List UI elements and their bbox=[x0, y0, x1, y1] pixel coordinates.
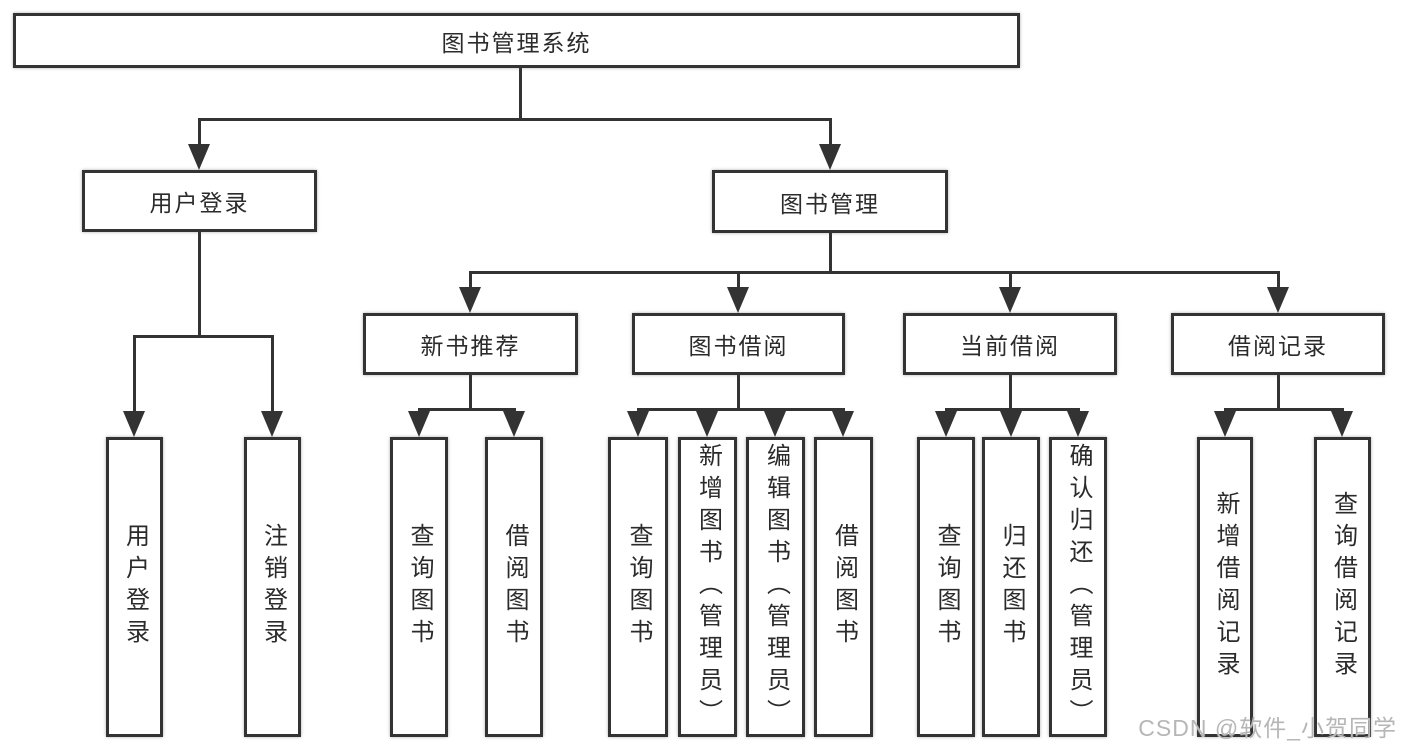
node-label: 查询借阅记录 bbox=[1329, 491, 1357, 683]
connector-drop bbox=[842, 408, 845, 413]
connector-drop bbox=[271, 335, 274, 413]
node-borrowing-records: 借阅记录 bbox=[1171, 313, 1385, 375]
arrowhead-down-icon bbox=[764, 411, 786, 437]
node-label: 新增图书（管理员） bbox=[694, 443, 722, 731]
leaf-add-borrow-record: 新增借阅记录 bbox=[1197, 437, 1253, 737]
node-book-management: 图书管理 bbox=[712, 170, 948, 233]
leaf-return-books: 归还图书 bbox=[982, 437, 1040, 737]
arrowhead-down-icon bbox=[503, 411, 525, 437]
node-label: 用户登录 bbox=[121, 523, 149, 651]
arrowhead-down-icon bbox=[1331, 411, 1353, 437]
arrowhead-down-icon bbox=[935, 411, 957, 437]
node-label: 确认归还（管理员） bbox=[1065, 443, 1092, 731]
watermark: CSDN @软件_小贺同学 bbox=[1138, 715, 1397, 741]
connector-stub bbox=[737, 375, 740, 411]
arrowhead-down-icon bbox=[819, 144, 841, 170]
node-label: 新书推荐 bbox=[420, 333, 521, 359]
connector-rail bbox=[133, 335, 274, 338]
connector-drop bbox=[1224, 408, 1227, 413]
connector-drop bbox=[133, 335, 136, 413]
node-label: 注销登录 bbox=[259, 523, 287, 651]
connector-rail bbox=[198, 118, 832, 121]
connector-stub bbox=[1277, 375, 1280, 411]
connector-drop bbox=[1077, 408, 1080, 413]
leaf-borrow-books-borrowing: 借阅图书 bbox=[814, 437, 873, 737]
connector-drop bbox=[945, 408, 948, 413]
arrowhead-down-icon bbox=[1067, 411, 1089, 437]
connector-rail bbox=[637, 408, 845, 411]
arrowhead-down-icon bbox=[1214, 411, 1236, 437]
arrowhead-down-icon bbox=[1000, 411, 1022, 437]
connector-stub bbox=[829, 233, 832, 274]
connector-drop bbox=[1009, 271, 1012, 289]
arrowhead-down-icon bbox=[408, 411, 430, 437]
connector-drop bbox=[198, 118, 201, 146]
leaf-borrow-books-recommend: 借阅图书 bbox=[485, 437, 543, 737]
leaf-edit-book-admin: 编辑图书（管理员） bbox=[746, 437, 805, 737]
arrowhead-down-icon bbox=[627, 411, 649, 437]
connector-drop bbox=[1277, 271, 1280, 289]
connector-rail bbox=[418, 408, 516, 411]
node-label: 图书借阅 bbox=[688, 333, 789, 359]
leaf-logout: 注销登录 bbox=[244, 437, 301, 737]
connector-drop bbox=[637, 408, 640, 413]
connector-drop bbox=[829, 118, 832, 146]
node-label: 借阅记录 bbox=[1228, 333, 1328, 359]
node-label: 借阅图书 bbox=[830, 523, 858, 651]
node-label: 查询图书 bbox=[933, 523, 960, 651]
node-book-borrowing: 图书借阅 bbox=[632, 313, 845, 375]
leaf-search-books-current: 查询图书 bbox=[917, 437, 975, 737]
node-label: 归还图书 bbox=[998, 523, 1025, 651]
node-label: 图书管理系统 bbox=[441, 29, 592, 56]
arrowhead-down-icon bbox=[1267, 287, 1289, 313]
connector-drop bbox=[1010, 408, 1013, 413]
node-new-book-recommend: 新书推荐 bbox=[363, 313, 578, 375]
arrowhead-down-icon bbox=[188, 144, 210, 170]
leaf-confirm-return-admin: 确认归还（管理员） bbox=[1049, 437, 1107, 737]
connector-stub bbox=[1009, 375, 1012, 411]
connector-drop bbox=[774, 408, 777, 413]
arrowhead-down-icon bbox=[459, 287, 481, 313]
arrowhead-down-icon bbox=[261, 411, 283, 437]
leaf-search-books-recommend: 查询图书 bbox=[390, 437, 448, 737]
node-label: 新增借阅记录 bbox=[1212, 491, 1239, 683]
node-label: 当前借阅 bbox=[960, 333, 1060, 359]
connector-rail bbox=[469, 271, 1280, 274]
node-user-login: 用户登录 bbox=[82, 170, 317, 232]
node-label: 编辑图书（管理员） bbox=[762, 443, 790, 731]
connector-drop bbox=[706, 408, 709, 413]
connector-drop bbox=[1341, 408, 1344, 413]
arrowhead-down-icon bbox=[999, 287, 1021, 313]
node-label: 用户登录 bbox=[149, 190, 250, 216]
leaf-user-login: 用户登录 bbox=[106, 437, 163, 737]
connector-stub bbox=[198, 232, 201, 338]
connector-drop bbox=[513, 408, 516, 413]
node-label: 查询图书 bbox=[625, 523, 652, 651]
arrowhead-down-icon bbox=[727, 287, 749, 313]
node-library-system: 图书管理系统 bbox=[13, 13, 1020, 68]
arrowhead-down-icon bbox=[696, 411, 718, 437]
node-label: 借阅图书 bbox=[501, 523, 528, 651]
connector-drop bbox=[737, 271, 740, 289]
node-current-borrowing: 当前借阅 bbox=[903, 313, 1117, 375]
node-label: 图书管理 bbox=[780, 190, 880, 217]
node-label: 查询图书 bbox=[406, 523, 433, 651]
leaf-search-borrow-record: 查询借阅记录 bbox=[1314, 437, 1371, 737]
connector-stub bbox=[469, 375, 472, 411]
leaf-add-book-admin: 新增图书（管理员） bbox=[678, 437, 737, 737]
leaf-search-books-borrowing: 查询图书 bbox=[608, 437, 668, 737]
arrowhead-down-icon bbox=[832, 411, 854, 437]
connector-drop bbox=[418, 408, 421, 413]
connector-rail bbox=[1224, 408, 1344, 411]
connector-drop bbox=[469, 271, 472, 289]
arrowhead-down-icon bbox=[123, 411, 145, 437]
connector-stub bbox=[519, 68, 522, 121]
